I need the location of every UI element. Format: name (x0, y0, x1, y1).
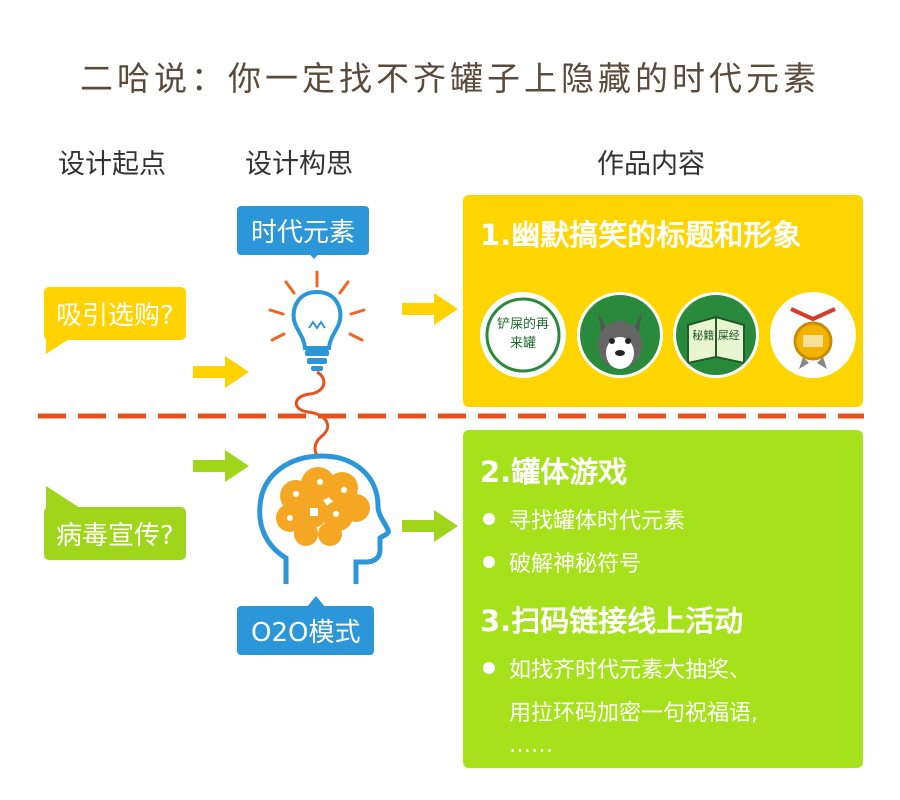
bullet-dot-icon (483, 662, 495, 674)
arrow-right-icon (193, 450, 249, 482)
list-item-continued: 用拉环码加密一句祝福语, (509, 701, 758, 726)
section-divider (38, 413, 864, 419)
husky-dog-icon (577, 292, 663, 378)
list-item: 破解神秘符号 (483, 546, 641, 578)
light-bulb-icon (268, 270, 366, 371)
panel2-title: 2.罐体游戏 (480, 455, 628, 489)
bubble-tail-icon (46, 486, 80, 508)
arrow-right-icon (402, 510, 458, 542)
book-icon: 秘籍 屎经 (673, 292, 759, 378)
concept-tag-era-elements: 时代元素 (237, 206, 370, 255)
arrow-right-icon (402, 293, 458, 325)
bullet-dot-icon (483, 513, 495, 525)
list-item: 如找齐时代元素大抽奖、 (483, 652, 751, 684)
list-item: 寻找罐体时代元素 (483, 503, 685, 535)
text-badge-icon: 铲屎的再来罐 (480, 292, 566, 378)
head-brain-icon (257, 453, 391, 584)
bubble-tail-icon (46, 332, 80, 354)
tag-pointer-icon (306, 596, 326, 608)
bullet-dot-icon (483, 556, 495, 568)
arrow-right-icon (193, 356, 249, 388)
page-title: 二哈说：你一定找不齐罐子上隐藏的时代元素 (80, 59, 820, 98)
bubble-attract-purchase: 吸引选购? (44, 287, 186, 340)
panel-can-game (463, 430, 863, 768)
medal-icon (770, 292, 856, 378)
bubble-viral-promotion: 病毒宣传? (44, 507, 186, 560)
list-item-ellipsis: …… (509, 733, 553, 758)
column-header-start: 设计起点 (58, 149, 166, 180)
panel3-title: 3.扫码链接线上活动 (480, 604, 744, 638)
concept-tag-o2o: O2O模式 (237, 606, 375, 655)
wire-connector (294, 370, 330, 460)
panel1-title: 1.幽默搞笑的标题和形象 (480, 218, 802, 252)
tag-pointer-icon (304, 248, 324, 259)
column-header-concept: 设计构思 (245, 149, 353, 180)
column-header-content: 作品内容 (597, 149, 705, 180)
